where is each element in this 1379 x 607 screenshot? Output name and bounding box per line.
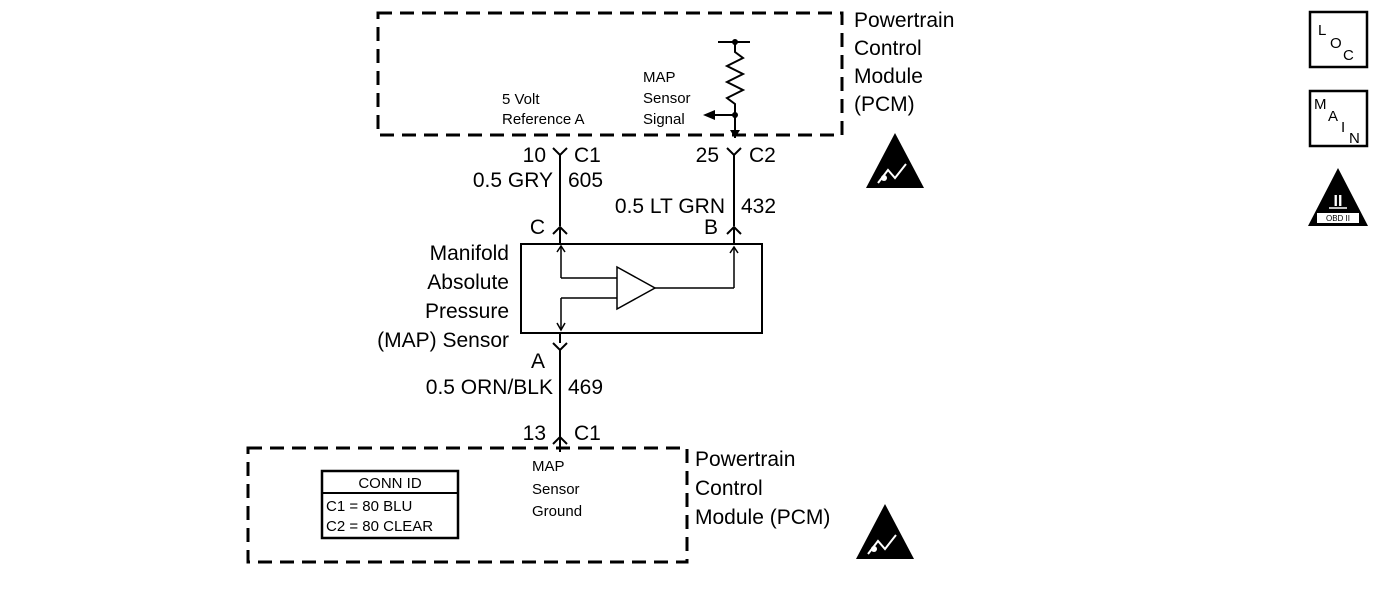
main-letter-n: N: [1349, 130, 1360, 147]
ground-wire-color: 0.5 ORN/BLK: [426, 376, 553, 399]
sensor-internal-circuit: [556, 244, 739, 332]
pcm-bottom-boundary: [246, 446, 689, 564]
ground-sensor-connector-icon: [552, 342, 568, 352]
obd-ii-icon[interactable]: II OBD II: [1308, 168, 1368, 226]
main-icon[interactable]: M A I N: [1308, 89, 1369, 148]
ref-label-line-1: 5 Volt: [502, 91, 540, 108]
pcm-top-title-line-2: Control: [854, 37, 922, 60]
sensor-label-line-1: Manifold: [430, 242, 509, 265]
obd-label: OBD II: [1326, 214, 1350, 223]
pcm-top: Powertrain Control Module (PCM) 5 Volt R…: [376, 9, 954, 138]
signal-connector: C2: [749, 144, 776, 167]
ground-label-line-2: Sensor: [532, 481, 580, 498]
pcm-top-title-line-4: (PCM): [854, 93, 915, 116]
loc-icon[interactable]: L O C: [1308, 10, 1369, 69]
ref-label-line-2: Reference A: [502, 111, 585, 128]
wire-ref: 10 C1 0.5 GRY 605 C: [473, 144, 603, 244]
ref-sensor-terminal: C: [530, 216, 545, 239]
signal-sensor-terminal: B: [704, 216, 718, 239]
map-sensor-body: [520, 243, 763, 334]
ref-connector: C1: [574, 144, 601, 167]
ref-pcm-connector-icon: [552, 147, 568, 157]
main-letter-a: A: [1328, 108, 1338, 125]
pcm-bottom-title-line-1: Powertrain: [695, 448, 795, 471]
pcm-bottom-title-line-3: Module (PCM): [695, 506, 830, 529]
signal-arrow-icon: [703, 110, 715, 120]
obd-numeral: II: [1334, 193, 1343, 210]
pcm-top-title-line-1: Powertrain: [854, 9, 954, 32]
signal-down-arrow-icon: [730, 130, 740, 138]
ground-label-line-1: MAP: [532, 458, 565, 475]
signal-pcm-connector-icon: [726, 147, 742, 157]
pcm-top-boundary: [376, 11, 844, 137]
map-sensor: Manifold Absolute Pressure (MAP) Sensor: [377, 242, 763, 352]
pullup-resistor: [718, 41, 750, 138]
signal-pin: 25: [696, 144, 719, 167]
ref-pin: 10: [523, 144, 546, 167]
conn-id-header: CONN ID: [358, 475, 422, 492]
signal-label-line-3: Signal: [643, 111, 685, 128]
ref-wire-color: 0.5 GRY: [473, 169, 553, 192]
loc-letter-c: C: [1343, 47, 1354, 64]
esd-warning-icon: [856, 504, 914, 559]
signal-circuit: 432: [741, 195, 776, 218]
signal-label-line-1: MAP: [643, 69, 676, 86]
loc-letter-l: L: [1318, 22, 1326, 39]
pullup-node-dot: [732, 39, 738, 45]
ground-pin: 13: [523, 422, 546, 445]
ground-connector: C1: [574, 422, 601, 445]
conn-id-row-1: C1 = 80 BLU: [326, 498, 412, 515]
conn-id-table: CONN ID C1 = 80 BLU C2 = 80 CLEAR: [320, 469, 460, 540]
ground-label-line-3: Ground: [532, 503, 582, 520]
ref-circuit: 605: [568, 169, 603, 192]
ground-circuit: 469: [568, 376, 603, 399]
esd-warning-icon: [866, 133, 924, 188]
ground-sensor-terminal: A: [531, 350, 545, 373]
sensor-label-line-4: (MAP) Sensor: [377, 329, 509, 352]
signal-label-line-2: Sensor: [643, 90, 691, 107]
loc-letter-o: O: [1330, 35, 1342, 52]
pcm-bottom: Powertrain Control Module (PCM) MAP Sens…: [246, 446, 830, 564]
signal-wire-color: 0.5 LT GRN: [615, 195, 725, 218]
pcm-bottom-title-line-2: Control: [695, 477, 763, 500]
pcm-top-title-line-3: Module: [854, 65, 923, 88]
sensor-label-line-2: Absolute: [427, 271, 509, 294]
main-letter-i: I: [1341, 119, 1345, 136]
sensor-label-line-3: Pressure: [425, 300, 509, 323]
main-letter-m: M: [1314, 96, 1327, 113]
conn-id-row-2: C2 = 80 CLEAR: [326, 518, 433, 535]
wire-signal: 25 C2 0.5 LT GRN 432 B: [615, 144, 776, 244]
